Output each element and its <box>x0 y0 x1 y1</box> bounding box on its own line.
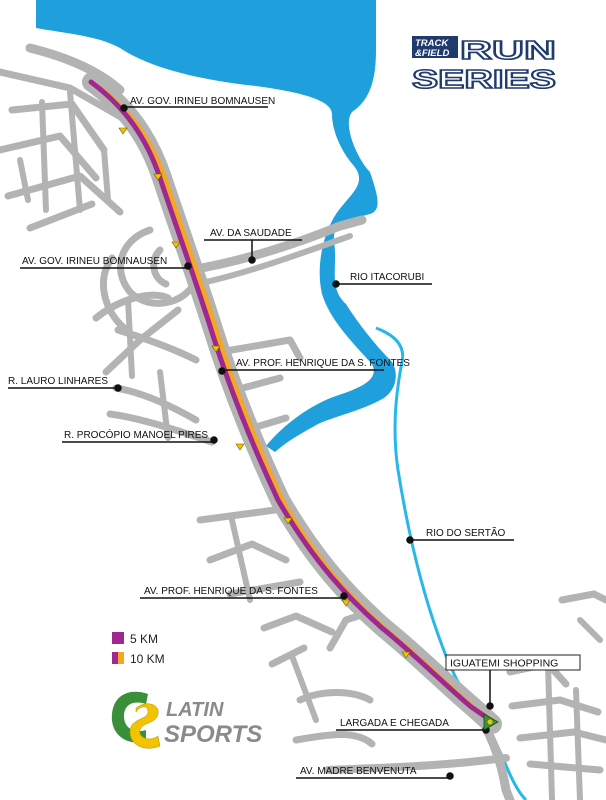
iguatemi-label-box <box>445 654 581 671</box>
label-av-prof-henrique-fontes-north: AV. PROF. HENRIQUE DA S. FONTES <box>236 358 410 369</box>
direction-arrow-icon <box>171 241 181 249</box>
label-av-gov-irineu-bomnausen-south: AV. GOV. IRINEU BOMNAUSEN <box>22 256 167 267</box>
direction-arrow-icon <box>211 345 221 353</box>
legend-swatch-10km <box>112 652 124 664</box>
label-r-procopio-manoel-pires: R. PROCÓPIO MANOEL PIRES <box>64 428 208 441</box>
logo-field: &FIELD <box>415 48 449 59</box>
direction-arrow-icon <box>401 651 411 659</box>
label-av-prof-henrique-fontes-south: AV. PROF. HENRIQUE DA S. FONTES <box>144 586 318 597</box>
rio-sertao-river <box>375 326 528 800</box>
legend-label-10km: 10 KM <box>130 652 165 666</box>
label-av-gov-irineu-bomnausen-north: AV. GOV. IRINEU BOMNAUSEN <box>130 96 275 107</box>
label-av-da-saudade: AV. DA SAUDADE <box>210 228 292 239</box>
bay-water <box>36 0 396 452</box>
legend-swatch-5km <box>112 632 124 644</box>
route-legend: 5 KM 10 KM <box>112 632 165 666</box>
direction-arrow-icon <box>153 173 163 181</box>
legend-label-5km: 5 KM <box>130 632 158 646</box>
main-avenue <box>82 72 502 734</box>
track-field-run-series-logo: TRACK &FIELD RUN SERIES <box>411 34 557 95</box>
logo-run: RUN <box>460 35 556 65</box>
direction-arrow-icon <box>283 517 293 525</box>
logo-track: TRACK <box>415 38 449 49</box>
direction-arrow-icon <box>341 599 351 607</box>
logo-series: SERIES <box>412 64 556 94</box>
label-iguatemi-shopping: IGUATEMI SHOPPING <box>450 658 558 670</box>
direction-arrow-icon <box>235 443 245 451</box>
route-5km-line <box>88 79 493 723</box>
latin-sports-mark-icon <box>111 691 148 743</box>
label-rio-do-sertao: RIO DO SERTÃO <box>426 526 505 539</box>
latin-sports-logo: LATIN SPORTS <box>111 691 262 749</box>
direction-markers <box>118 127 411 659</box>
logo-latin: LATIN <box>166 699 224 721</box>
start-finish-flag-icon <box>483 713 499 731</box>
label-r-lauro-linhares: R. LAURO LINHARES <box>8 376 108 387</box>
label-rio-itacorubi: RIO ITACORUBI <box>350 272 424 283</box>
direction-arrow-icon <box>118 127 128 135</box>
label-leaders <box>8 104 514 780</box>
logo-sports: SPORTS <box>164 721 262 748</box>
label-largada-e-chegada: LARGADA E CHEGADA <box>340 718 449 729</box>
label-av-madre-benvenuta: AV. MADRE BENVENUTA <box>300 766 417 777</box>
